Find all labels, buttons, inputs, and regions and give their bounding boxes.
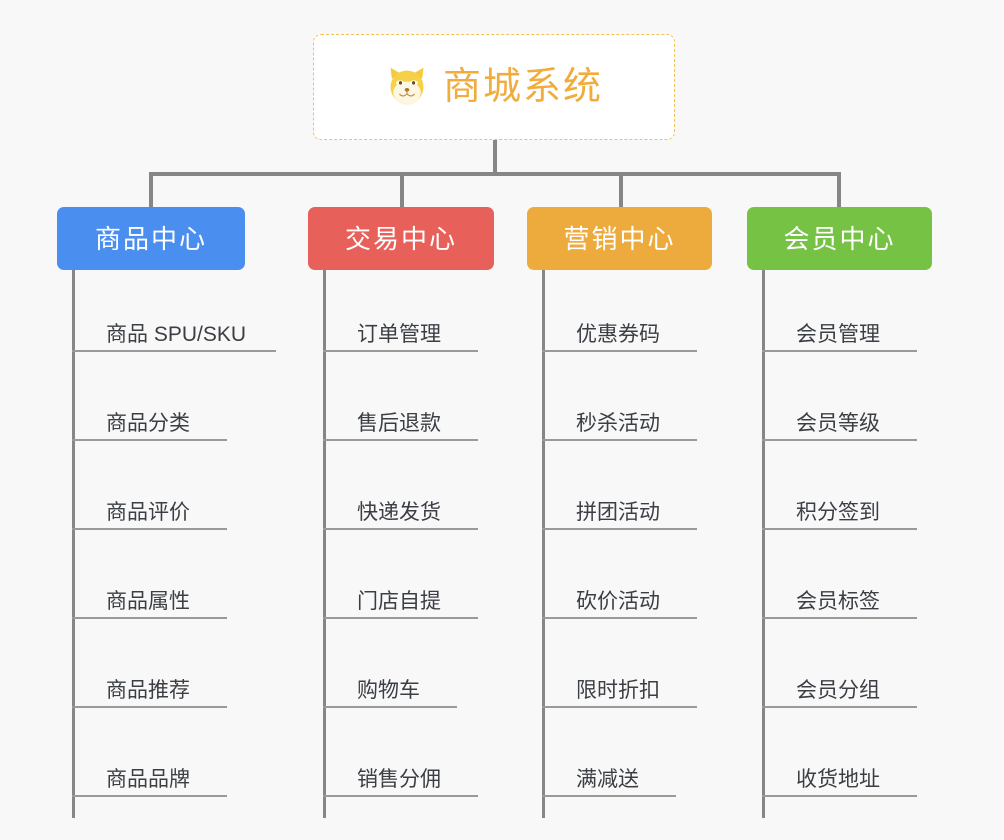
leaf-rule — [762, 795, 917, 797]
list-item-label: 商品品牌 — [106, 768, 190, 791]
connector-root-stem — [493, 140, 497, 175]
list-item-label: 会员标签 — [796, 590, 880, 613]
list-item-label: 砍价活动 — [576, 590, 660, 613]
leaf-rule — [323, 439, 478, 441]
list-item-label: 优惠券码 — [576, 323, 660, 346]
leaf-rule — [323, 617, 478, 619]
leaf-rule — [323, 706, 457, 708]
list-item-label: 秒杀活动 — [576, 412, 660, 435]
leaf-rule — [762, 350, 917, 352]
branch-trunk-trade — [323, 270, 326, 818]
leaf-rule — [762, 706, 917, 708]
leaf-rule — [542, 706, 697, 708]
leaf-rule — [542, 528, 697, 530]
list-item-label: 会员等级 — [796, 412, 880, 435]
root-node[interactable]: 商城系统 — [313, 34, 675, 140]
branch-trunk-product — [72, 270, 75, 818]
list-item-label: 商品 SPU/SKU — [106, 323, 247, 346]
category-label: 商品中心 — [94, 223, 207, 254]
root-title: 商城系统 — [442, 66, 603, 108]
leaf-rule — [72, 706, 227, 708]
leaf-rule — [542, 350, 697, 352]
list-item-label: 收货地址 — [796, 768, 880, 791]
list-item-label: 商品属性 — [106, 590, 190, 613]
shiba-dog-face-icon — [385, 65, 429, 109]
leaf-rule — [762, 617, 917, 619]
leaf-rule — [72, 439, 227, 441]
list-item-label: 满减送 — [576, 768, 639, 791]
list-item-label: 售后退款 — [357, 412, 441, 435]
list-item-label: 订单管理 — [357, 323, 441, 346]
category-box-trade[interactable]: 交易中心 — [308, 207, 494, 270]
leaf-rule — [72, 350, 276, 352]
leaf-rule — [323, 350, 478, 352]
list-item-label: 购物车 — [357, 679, 420, 702]
leaf-rule — [72, 528, 227, 530]
leaf-rule — [542, 795, 676, 797]
category-box-member[interactable]: 会员中心 — [747, 207, 932, 270]
category-box-product[interactable]: 商品中心 — [57, 207, 245, 270]
leaf-rule — [323, 795, 478, 797]
connector-horizontal-bus — [149, 172, 841, 176]
leaf-rule — [542, 439, 697, 441]
list-item-label: 商品推荐 — [106, 679, 190, 702]
connector-drop-3 — [619, 172, 623, 208]
leaf-rule — [762, 439, 917, 441]
list-item-label: 限时折扣 — [576, 679, 660, 702]
list-item-label: 会员分组 — [796, 679, 880, 702]
category-label: 交易中心 — [344, 223, 457, 254]
leaf-rule — [72, 617, 227, 619]
leaf-rule — [323, 528, 478, 530]
list-item-label: 拼团活动 — [576, 501, 660, 524]
branch-trunk-marketing — [542, 270, 545, 818]
list-item-label: 积分签到 — [796, 501, 880, 524]
list-item-label: 商品评价 — [106, 501, 190, 524]
category-label: 营销中心 — [563, 223, 676, 254]
leaf-rule — [542, 617, 697, 619]
branch-trunk-member — [762, 270, 765, 818]
category-box-marketing[interactable]: 营销中心 — [527, 207, 712, 270]
list-item-label: 商品分类 — [106, 412, 190, 435]
list-item-label: 会员管理 — [796, 323, 880, 346]
leaf-rule — [762, 528, 917, 530]
connector-drop-4 — [837, 172, 841, 208]
connector-drop-1 — [149, 172, 153, 208]
connector-drop-2 — [400, 172, 404, 208]
list-item-label: 销售分佣 — [357, 768, 441, 791]
list-item-label: 快递发货 — [357, 501, 441, 524]
list-item-label: 门店自提 — [357, 590, 441, 613]
category-label: 会员中心 — [783, 223, 896, 254]
leaf-rule — [72, 795, 227, 797]
